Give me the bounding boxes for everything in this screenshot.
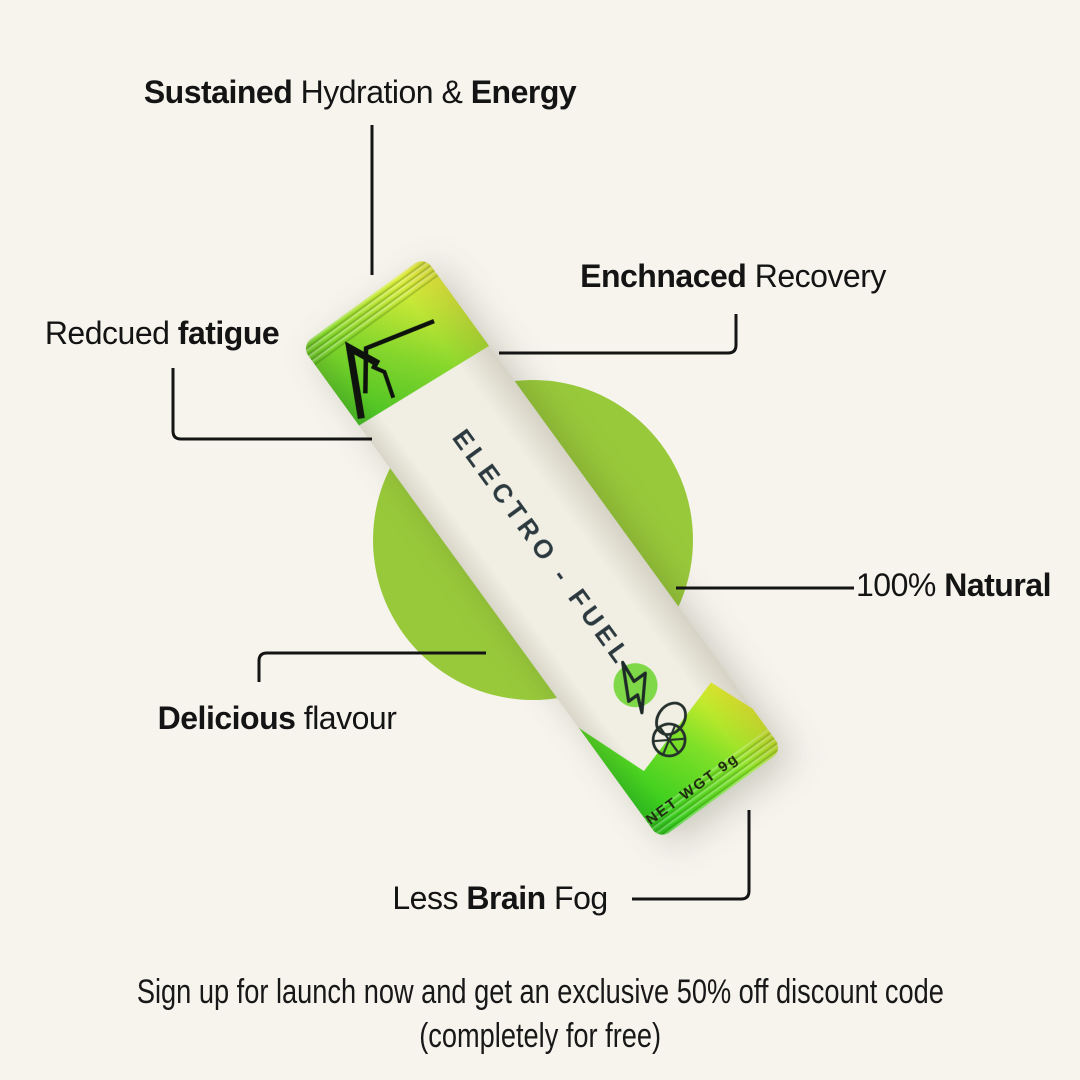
connector-delicious: [257, 651, 486, 682]
callout-text-segment: Fog: [545, 880, 608, 916]
callout-text-segment: 100%: [856, 567, 945, 603]
callout-text-segment: Less: [392, 880, 467, 916]
callout-text-segment: Redcued: [44, 315, 178, 351]
connector-reduced: [171, 368, 372, 441]
callout-text-segment: Sustained: [143, 74, 293, 110]
callout-enhanced-recovery: Enchnaced Recovery: [580, 258, 886, 295]
callout-text-segment: Delicious: [157, 700, 296, 736]
callout-text-segment: flavour: [295, 700, 397, 736]
signup-line-1: Sign up for launch now and get an exclus…: [136, 973, 944, 1011]
callout-text-segment: Recovery: [746, 258, 887, 294]
callout-100-natural: 100% Natural: [856, 567, 1051, 604]
lime-citrus-icon: [651, 701, 687, 758]
mountain-crack-icon: [344, 319, 435, 420]
callout-text-segment: fatigue: [177, 315, 280, 351]
callout-less-brain-fog: Less Brain Fog: [392, 880, 608, 917]
callout-text-segment: Enchnaced: [580, 258, 747, 294]
connector-enhanced: [499, 314, 738, 355]
signup-message: Sign up for launch now and get an exclus…: [0, 970, 1080, 1058]
connector-brainfog: [632, 810, 751, 901]
lightning-bolt-icon: [613, 660, 658, 715]
callout-reduced-fatigue: Redcued fatigue: [44, 315, 280, 352]
callout-delicious-flavour: Delicious flavour: [158, 700, 397, 737]
callout-text-segment: Hydration &: [292, 74, 471, 110]
signup-line-2: (completely for free): [419, 1017, 661, 1055]
callout-text-segment: Brain: [466, 880, 546, 916]
callout-text-segment: Energy: [470, 74, 577, 110]
product-stick-pack: ELECTRO - FUEL NET WGT 9g: [301, 256, 783, 840]
callout-sustained-hydration-energy: Sustained Hydration & Energy: [143, 74, 577, 111]
callout-text-segment: Natural: [944, 567, 1051, 603]
